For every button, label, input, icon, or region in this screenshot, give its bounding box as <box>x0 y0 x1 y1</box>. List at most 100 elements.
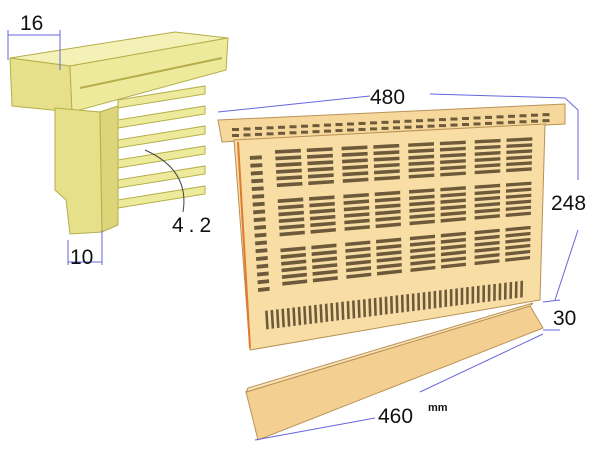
bottom-bar <box>245 302 544 441</box>
slot <box>344 212 370 218</box>
slot <box>345 259 371 266</box>
bottom-slot <box>395 295 399 314</box>
slot <box>343 192 369 199</box>
bottom-slot <box>270 309 275 329</box>
slot <box>375 209 401 216</box>
edge-slot <box>254 225 267 230</box>
slot <box>307 153 333 159</box>
slot <box>409 240 436 247</box>
slot <box>310 227 336 234</box>
slot <box>474 240 500 247</box>
bottom-slot <box>286 307 291 327</box>
frame-height-label: 248 <box>551 192 586 215</box>
edge-slot <box>251 186 264 191</box>
slot-panel <box>474 225 531 266</box>
slot <box>281 272 307 279</box>
bottom-slot <box>422 292 426 310</box>
edge-slot <box>256 263 269 269</box>
bottom-slot <box>471 286 475 304</box>
top-slot <box>473 116 481 120</box>
slot <box>374 175 400 181</box>
slot <box>440 171 466 177</box>
section-side-bar-front <box>54 107 103 235</box>
slot <box>376 243 402 250</box>
section-slat <box>117 145 206 169</box>
edge-slot <box>249 155 262 160</box>
slot <box>342 164 369 170</box>
slot <box>279 230 305 237</box>
slot <box>505 225 531 232</box>
slot <box>440 250 466 257</box>
slot <box>505 243 531 250</box>
slot <box>276 175 303 181</box>
bottom-slot <box>417 292 421 311</box>
bottom-slot <box>292 307 296 327</box>
top-slot <box>496 121 504 125</box>
slot <box>474 144 501 150</box>
slot <box>275 155 302 161</box>
top-slot <box>416 125 423 129</box>
slot <box>474 246 500 253</box>
top-slot <box>393 120 400 124</box>
slot <box>342 171 369 177</box>
section-side-bar-side <box>99 105 119 233</box>
slot <box>280 252 306 259</box>
bottom-slot <box>368 298 372 317</box>
bottom-slot <box>482 285 486 303</box>
slot <box>474 151 501 156</box>
bottom-bar-length-label: 460 <box>378 405 413 428</box>
bottom-slot <box>400 294 404 313</box>
top-slot <box>508 114 515 118</box>
slot-spacing-label: 4.2 <box>172 214 216 237</box>
section-slat <box>117 165 206 189</box>
top-slot <box>347 128 354 132</box>
slot <box>280 246 306 253</box>
slot <box>506 149 533 155</box>
frame-left-edge <box>237 141 251 349</box>
top-slot <box>324 123 331 127</box>
edge-slot <box>253 209 266 215</box>
edge-slot <box>252 194 265 199</box>
top-slot <box>324 129 331 133</box>
slot <box>278 204 304 210</box>
edge-slot <box>257 279 270 285</box>
slot <box>474 195 501 202</box>
slot <box>440 231 466 238</box>
bottom-slot <box>498 283 502 301</box>
bottom-slot <box>265 310 269 330</box>
slot <box>440 198 466 204</box>
bottom-slot <box>520 280 524 298</box>
top-slot <box>347 122 354 126</box>
slot <box>376 263 402 270</box>
slot <box>474 169 501 175</box>
slot <box>309 201 335 208</box>
slot <box>410 265 436 272</box>
bottom-slot <box>341 301 345 320</box>
section-top-bar-front <box>9 57 73 113</box>
bottom-slot <box>275 309 280 329</box>
slot <box>277 197 304 204</box>
top-slot <box>393 126 400 130</box>
slot <box>440 210 466 217</box>
slot <box>279 223 305 230</box>
bottom-slot <box>514 281 518 299</box>
top-slot <box>427 118 435 122</box>
section-slats <box>117 85 206 209</box>
slot <box>505 237 531 244</box>
top-slot <box>519 114 527 118</box>
slot <box>409 234 436 241</box>
bottom-bar-height-label: 30 <box>553 307 576 330</box>
slot <box>342 158 368 164</box>
slot <box>409 213 435 219</box>
slot <box>440 217 466 223</box>
frame-length-label: 480 <box>370 86 405 109</box>
bottom-slot <box>503 282 507 300</box>
slot <box>506 161 532 167</box>
slot <box>310 221 336 228</box>
slot <box>376 250 402 257</box>
top-slot <box>381 120 389 124</box>
slot <box>409 194 435 200</box>
top-slot <box>278 125 285 129</box>
slot <box>373 162 400 168</box>
